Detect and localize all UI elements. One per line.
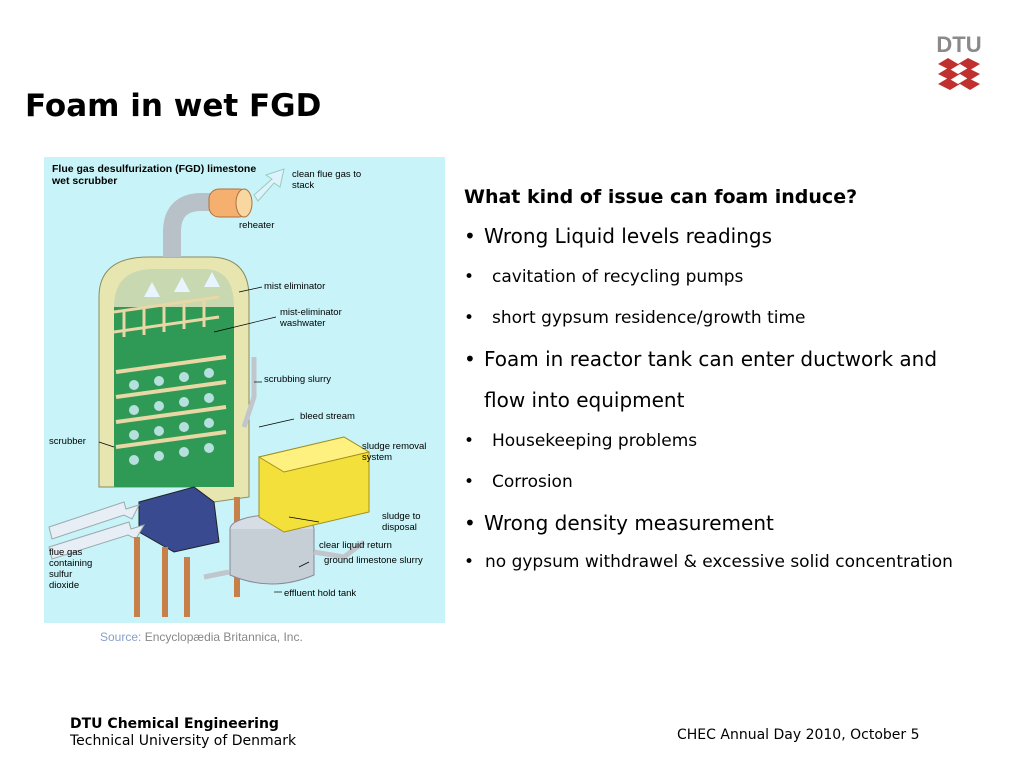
diagram-title: Flue gas desulfurization (FGD) limestone… <box>52 163 257 187</box>
bullet-item: •Wrong density measurement <box>464 511 774 535</box>
label-clear-liquid-return: clear liquid return <box>319 540 392 551</box>
label-flue-gas-inlet: flue gas containing sulfur dioxide <box>49 547 93 591</box>
label-mist-eliminator: mist eliminator <box>264 281 326 292</box>
label-scrubbing-slurry: scrubbing slurry <box>264 374 332 385</box>
footer-event: CHEC Annual Day 2010, October 5 <box>677 727 920 743</box>
sub-bullet-item: •Corrosion <box>464 472 573 492</box>
sub-bullet-item: •cavitation of recycling pumps <box>464 267 744 287</box>
sub-bullet-item: •Housekeeping problems <box>464 431 698 451</box>
label-reheater: reheater <box>239 220 275 231</box>
label-effluent-hold-tank: effluent hold tank <box>284 588 357 599</box>
label-sludge-removal-system: sludge removal system <box>362 441 427 463</box>
label-mist-eliminator-washwater: mist-eliminator washwater <box>280 307 342 329</box>
sub-bullet-item: •short gypsum residence/growth time <box>464 308 806 328</box>
footer-university: Technical University of Denmark <box>70 733 297 749</box>
logo-wordmark: DTU <box>936 32 981 57</box>
slide-content: What kind of issue can foam induce? •Wro… <box>464 186 984 580</box>
question-heading: What kind of issue can foam induce? <box>464 186 858 208</box>
footer-organization: DTU Chemical Engineering Technical Unive… <box>70 716 296 750</box>
footer-department: DTU Chemical Engineering <box>70 716 279 732</box>
label-ground-limestone-slurry: ground limestone slurry <box>324 555 423 566</box>
bullet-item: •Wrong Liquid levels readings <box>464 224 773 248</box>
fgd-scrubber-diagram: Flue gas desulfurization (FGD) limestone… <box>44 157 445 623</box>
source-label: Source: <box>100 630 142 644</box>
slide-title: Foam in wet FGD <box>25 88 322 124</box>
sub-bullet-item: •no gypsum withdrawel & excessive solid … <box>464 552 953 572</box>
dtu-logo: DTU <box>936 30 982 92</box>
label-scrubber: scrubber <box>49 436 86 447</box>
label-bleed-stream: bleed stream <box>300 411 355 422</box>
bullet-item: •Foam in reactor tank can enter ductwork… <box>464 347 938 412</box>
source-text: Encyclopædia Britannica, Inc. <box>144 630 303 644</box>
figure-source: Source: Encyclopædia Britannica, Inc. <box>100 630 303 644</box>
label-sludge-to-disposal: sludge to disposal <box>382 511 421 533</box>
label-clean-flue-gas: clean flue gas to stack <box>292 169 362 191</box>
